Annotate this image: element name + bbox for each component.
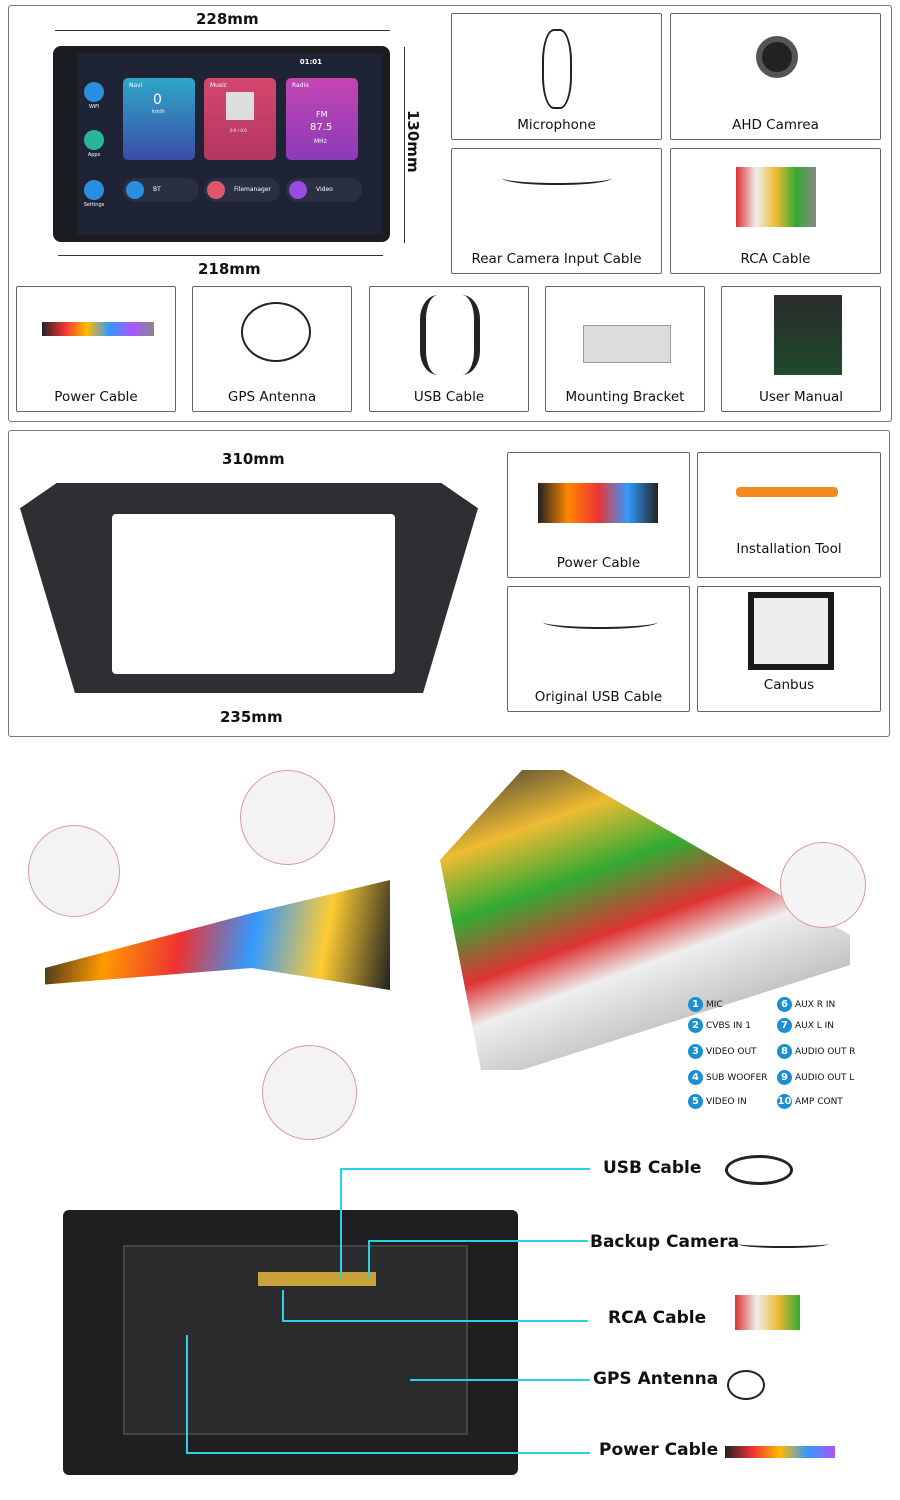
manual-image (774, 295, 842, 375)
gps-thumb (727, 1370, 765, 1400)
settings-icon (84, 180, 104, 200)
item-mounting-bracket: Mounting Bracket (545, 286, 705, 412)
radio-card[interactable]: Radio FM 87.5 MHz (286, 78, 358, 160)
harness-image (538, 483, 658, 523)
camera-cable-thumb (738, 1240, 828, 1248)
label-rca-cable: RCA Cable (608, 1308, 707, 1328)
head-unit-screen: 01:01 WiFi Apps Settings Navi 0 km/h Mus… (53, 46, 390, 242)
rca-image (736, 167, 816, 227)
bracket-image (583, 325, 671, 363)
leader-line (368, 1240, 370, 1278)
app-apps[interactable]: Apps (81, 130, 107, 158)
dimension-line (55, 30, 390, 31)
apps-icon (84, 130, 104, 150)
item-user-manual: User Manual (721, 286, 881, 412)
item-ahd-camera: AHD Camrea (670, 13, 881, 140)
usb-cable-image (543, 615, 658, 629)
wifi-icon (84, 82, 104, 102)
gps-image (241, 302, 311, 362)
connector-detail-rca (780, 842, 866, 928)
frame-width-bottom: 235mm (220, 708, 283, 726)
filemanager-button[interactable]: Filemanager (204, 178, 280, 202)
item-frame-power-cable: Power Cable (507, 452, 690, 578)
item-power-cable: Power Cable (16, 286, 176, 412)
canbus-image (748, 592, 834, 670)
item-gps-antenna: GPS Antenna (192, 286, 352, 412)
label-power-cable: Power Cable (599, 1440, 719, 1460)
connector-detail-iso (262, 1045, 357, 1140)
dimension-height: 130mm (404, 110, 422, 173)
frame-panel (8, 430, 890, 737)
usb-thumb (725, 1155, 793, 1185)
dimension-line (404, 47, 405, 243)
dimension-line (58, 255, 383, 256)
accessories-panel (8, 5, 892, 422)
leader-line (340, 1168, 342, 1278)
video-button[interactable]: Video (286, 178, 362, 202)
item-usb-cable: USB Cable (369, 286, 529, 412)
leader-line (186, 1335, 188, 1453)
frame-opening (112, 514, 395, 674)
item-microphone: Microphone (451, 13, 662, 140)
item-installation-tool: Installation Tool (697, 452, 881, 578)
leader-line (186, 1452, 590, 1454)
label-usb-cable: USB Cable (603, 1158, 702, 1178)
leader-line (282, 1290, 284, 1322)
microphone-image (542, 29, 572, 109)
leader-line (340, 1168, 590, 1170)
folder-icon (207, 181, 225, 199)
album-art (226, 92, 254, 120)
leader-line (410, 1379, 590, 1381)
leader-line (282, 1320, 588, 1322)
connector-ports (258, 1272, 376, 1286)
connector-detail-quadlock (240, 770, 335, 865)
dimension-width-top: 228mm (196, 10, 259, 28)
bt-button[interactable]: BT (123, 178, 199, 202)
rca-thumb (735, 1295, 800, 1330)
item-canbus: Canbus (697, 586, 881, 712)
item-original-usb-cable: Original USB Cable (507, 586, 690, 712)
usb-image (420, 295, 480, 375)
pry-tool-image (736, 487, 838, 497)
dimension-width-bottom: 218mm (198, 260, 261, 278)
label-gps-antenna: GPS Antenna (593, 1369, 719, 1389)
item-rca-cable: RCA Cable (670, 148, 881, 274)
power-cable-thumb (725, 1446, 835, 1458)
camera-image (756, 36, 798, 78)
power-cable-image (42, 322, 154, 336)
bluetooth-icon (126, 181, 144, 199)
connector-detail-16pin (28, 825, 120, 917)
item-rear-camera-cable: Rear Camera Input Cable (451, 148, 662, 274)
music-card[interactable]: Music 0:0 / 0:0 (204, 78, 276, 160)
unit-back-image (63, 1210, 518, 1475)
clock: 01:01 (299, 58, 322, 66)
leader-line (368, 1240, 588, 1242)
frame-width-top: 310mm (222, 450, 285, 468)
app-wifi[interactable]: WiFi (81, 82, 107, 110)
label-backup-camera: Backup Camera (590, 1232, 740, 1252)
app-settings[interactable]: Settings (81, 180, 107, 208)
video-icon (289, 181, 307, 199)
cable-image (502, 171, 612, 185)
navi-card[interactable]: Navi 0 km/h (123, 78, 195, 160)
